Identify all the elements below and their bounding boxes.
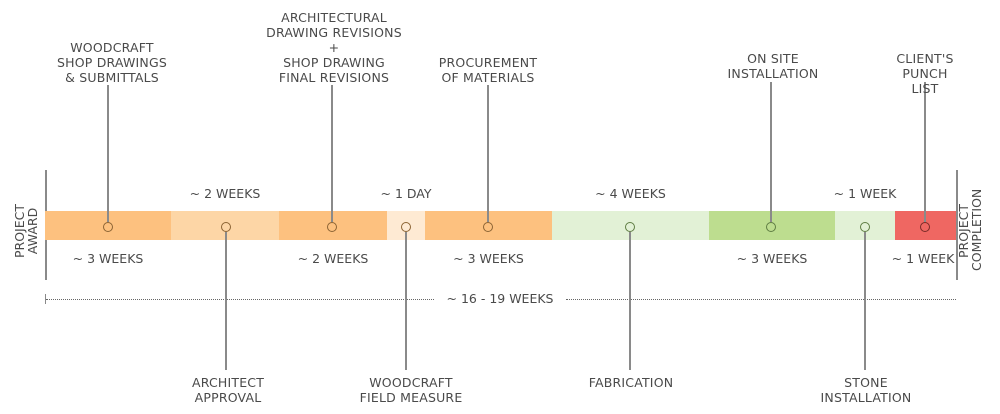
duration-label: ~ 1 WEEK xyxy=(891,251,955,266)
duration-label: ~ 2 WEEKS xyxy=(297,251,369,266)
duration-label: ~ 1 DAY xyxy=(380,186,432,201)
phase-label: FABRICATION xyxy=(588,375,674,390)
milestone-circle-icon xyxy=(766,222,776,232)
milestone-circle-icon xyxy=(625,222,635,232)
connector-line xyxy=(770,82,772,222)
duration-label: ~ 1 WEEK xyxy=(833,186,897,201)
phase-label: CLIENT'S PUNCH LIST xyxy=(896,51,954,96)
project-award-label: PROJECT AWARD xyxy=(12,204,40,259)
total-duration-label: ~ 16 - 19 WEEKS xyxy=(446,291,554,306)
phase-label: STONE INSTALLATION xyxy=(820,375,912,405)
total-duration-line-left xyxy=(46,299,434,300)
milestone-circle-icon xyxy=(860,222,870,232)
duration-label: ~ 4 WEEKS xyxy=(595,186,666,201)
connector-line xyxy=(924,82,926,222)
milestone-circle-icon xyxy=(221,222,231,232)
phase-label: ARCHITECTURAL DRAWING REVISIONS + SHOP D… xyxy=(266,10,402,85)
phase-label: WOODCRAFT FIELD MEASURE xyxy=(359,375,463,405)
duration-label: ~ 3 WEEKS xyxy=(453,251,524,266)
connector-line xyxy=(331,85,333,222)
connector-line xyxy=(864,232,866,370)
phase-label: ON SITE INSTALLATION xyxy=(727,51,819,81)
project-completion-label: PROJECT COMPLETION xyxy=(956,188,984,271)
connector-line xyxy=(487,85,489,222)
phase-label: PROCUREMENT OF MATERIALS xyxy=(438,55,538,85)
total-duration-line-right xyxy=(566,299,956,300)
milestone-circle-icon xyxy=(483,222,493,232)
duration-label: ~ 3 WEEKS xyxy=(736,251,808,266)
duration-label: ~ 2 WEEKS xyxy=(189,186,261,201)
milestone-circle-icon xyxy=(401,222,411,232)
connector-line xyxy=(405,232,407,370)
milestone-circle-icon xyxy=(327,222,337,232)
milestone-circle-icon xyxy=(103,222,113,232)
connector-line xyxy=(107,85,109,222)
end-line xyxy=(956,170,958,280)
phase-label: ARCHITECT APPROVAL xyxy=(191,375,265,405)
phase-label: WOODCRAFT SHOP DRAWINGS & SUBMITTALS xyxy=(57,40,167,85)
milestone-circle-icon xyxy=(920,222,930,232)
connector-line xyxy=(225,232,227,370)
duration-label: ~ 3 WEEKS xyxy=(72,251,144,266)
connector-line xyxy=(629,232,631,370)
dash-cap-left xyxy=(45,294,46,304)
